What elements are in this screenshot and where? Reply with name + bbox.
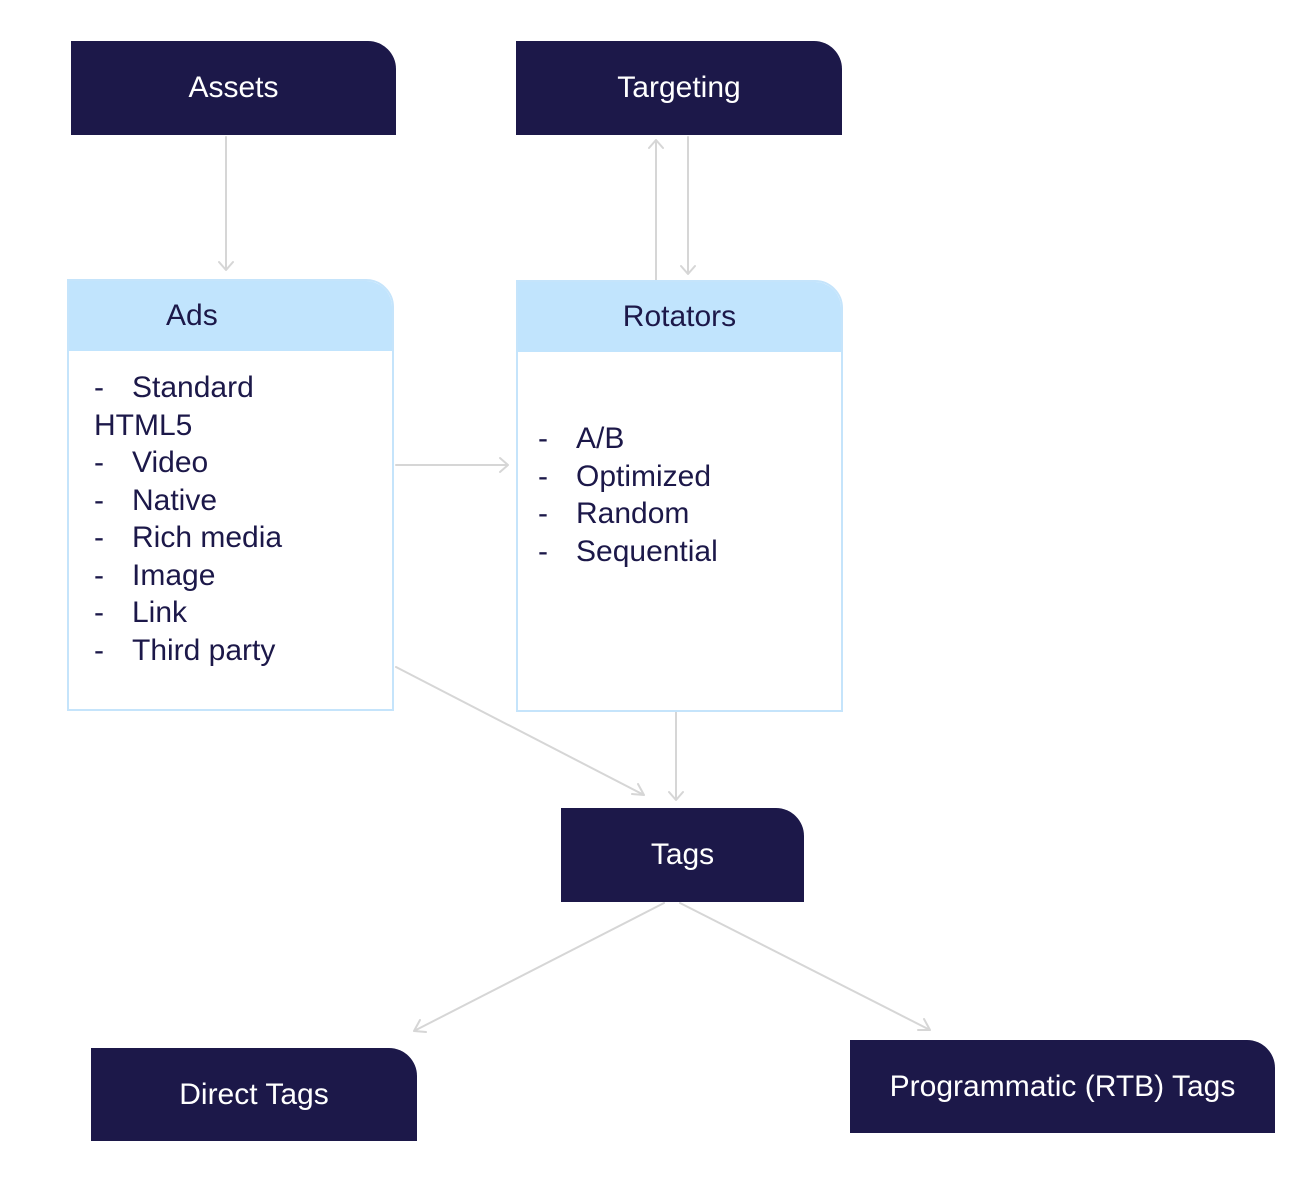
assets-label: Assets [188,71,279,104]
ads-card: Ads -Standard HTML5 -Video -Native -Rich… [67,279,394,711]
ads-item: -Standard [94,371,254,404]
rotators-item: -A/B [538,422,625,455]
ads-title: Ads [166,299,218,332]
direct-tags-label: Direct Tags [179,1077,329,1111]
ads-item: -Link [94,596,188,629]
arrow-ads-to-rotators [395,457,509,473]
rotators-item: -Sequential [538,534,718,568]
tags-node: Tags [561,808,804,902]
arrow-ads-to-tags [395,666,645,796]
ads-item: -Third party [94,633,276,667]
ads-item: -Video [94,446,209,479]
arrow-targeting-to-rotators [680,136,696,275]
direct-tags-node: Direct Tags [91,1048,417,1141]
rotators-header: Rotators [518,282,841,352]
tags-label: Tags [650,838,715,871]
rotators-item: -Random [538,497,690,530]
rotators-card: Rotators -A/B -Optimized -Random -Sequen… [516,280,843,712]
rotators-item: -Optimized [538,459,712,493]
rotators-title: Rotators [622,300,737,333]
arrow-tags-to-direct [413,902,665,1033]
ads-item: -Rich media [94,521,283,554]
arrow-rotators-to-targeting [648,139,664,281]
programmatic-tags-node: Programmatic (RTB) Tags [850,1040,1275,1133]
ads-header: Ads [69,281,392,351]
targeting-label: Targeting [617,71,741,104]
assets-node: Assets [71,41,396,135]
ads-item: HTML5 [94,408,193,442]
arrow-rotators-to-tags [668,710,684,801]
ads-item: -Native [94,483,218,517]
arrow-tags-to-programmatic [679,902,931,1031]
targeting-node: Targeting [516,41,842,135]
ads-list: -Standard HTML5 -Video -Native -Rich med… [69,351,392,669]
programmatic-tags-label: Programmatic (RTB) Tags [889,1069,1236,1103]
arrow-assets-to-ads [218,136,234,271]
ads-item: -Image [94,558,216,592]
rotators-list: -A/B -Optimized -Random -Sequential [518,352,841,570]
